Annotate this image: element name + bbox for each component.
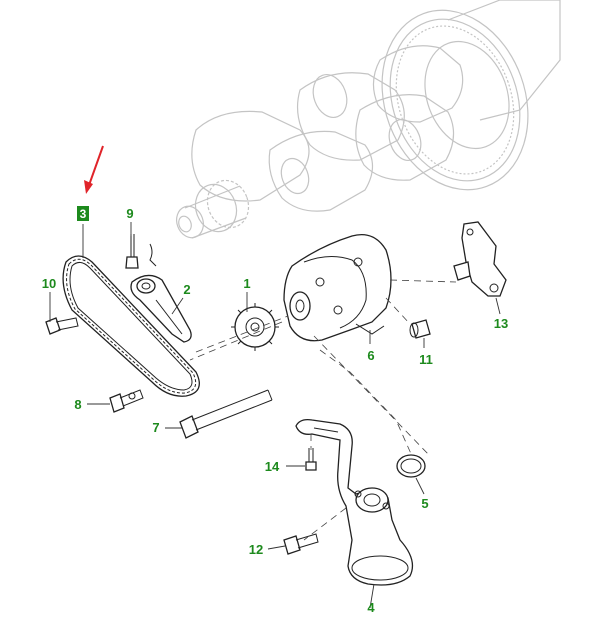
crankshaft-ghost	[176, 0, 561, 239]
callout-5: 5	[421, 496, 428, 511]
highlight-box-3	[77, 206, 89, 221]
callout-2: 2	[183, 282, 190, 297]
callout-7: 7	[152, 420, 159, 435]
callout-6: 6	[367, 348, 374, 363]
bracket-13	[453, 221, 507, 297]
callout-14: 14	[265, 459, 280, 474]
callout-8: 8	[74, 397, 81, 412]
assembly-lines	[189, 279, 457, 541]
callout-1: 1	[243, 276, 250, 291]
oil-pump	[283, 233, 392, 342]
bolt-8	[109, 389, 144, 413]
bolt-14	[305, 448, 317, 471]
callout-labels: 3 1 2 4 5 6 7 8 9 10 11 12 13 14	[42, 206, 508, 615]
timing-chain	[62, 255, 200, 397]
sleeve-11	[409, 319, 431, 339]
bolt-7	[179, 389, 273, 439]
red-pointer-arrow-icon	[84, 145, 104, 194]
bolt-9	[125, 234, 157, 269]
callout-10: 10	[42, 276, 56, 291]
callout-13: 13	[494, 316, 508, 331]
callout-4: 4	[367, 600, 375, 615]
bolt-10	[45, 317, 79, 335]
callout-12: 12	[249, 542, 263, 557]
crank-sprocket	[231, 303, 279, 351]
callout-3: 3	[80, 207, 87, 221]
callout-11: 11	[419, 352, 433, 367]
leader-lines	[49, 222, 501, 609]
chain-tensioner	[130, 274, 192, 343]
o-ring-5	[396, 454, 426, 478]
oil-pickup-pipe	[295, 418, 414, 586]
bolt-12	[283, 533, 319, 555]
callout-9: 9	[126, 206, 133, 221]
